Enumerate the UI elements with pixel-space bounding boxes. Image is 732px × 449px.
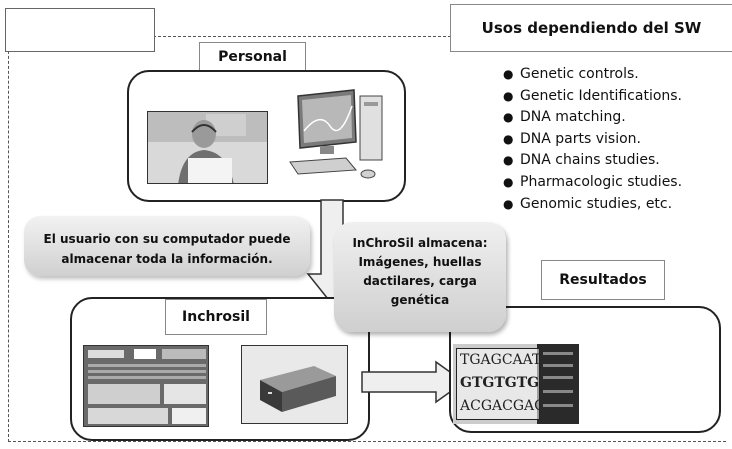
bullet-icon: ●	[503, 174, 514, 189]
bullet-icon: ●	[503, 110, 514, 125]
usos-list: ●Genetic controls. ●Genetic Identificati…	[503, 64, 731, 215]
usos-list-item: ●DNA matching.	[503, 107, 731, 129]
usos-list-item: ●DNA parts vision.	[503, 129, 731, 151]
form-screenshot-icon	[83, 345, 209, 427]
usos-list-item: ●Genetic Identifications.	[503, 86, 731, 108]
usos-list-item: ●Pharmacologic studies.	[503, 172, 731, 194]
usos-list-item: ●DNA chains studies.	[503, 150, 731, 172]
inchrosil-label: Inchrosil	[165, 299, 267, 335]
usos-list-item: ●Genetic controls.	[503, 64, 731, 86]
bullet-icon: ●	[503, 131, 514, 146]
bullet-icon: ●	[503, 67, 514, 81]
device-photo-icon	[241, 345, 348, 424]
usos-list-item: ●Genomic studies, etc.	[503, 194, 731, 216]
storage-note-callout: InChroSil almacena: Imágenes, huellas da…	[334, 222, 506, 332]
dashed-frame	[8, 36, 726, 442]
resultados-label: Resultados	[541, 260, 665, 300]
user-note-callout: El usuario con su computador puede almac…	[24, 216, 310, 276]
computer-photo-icon	[280, 86, 388, 184]
top-left-empty-box	[5, 8, 155, 52]
bullet-icon: ●	[503, 88, 514, 103]
usos-title: Usos dependiendo del SW	[450, 4, 732, 52]
bullet-icon: ●	[503, 196, 514, 211]
bullet-icon: ●	[503, 153, 514, 168]
dna-sequence-text: TGAGCAAT GTGTGTGT ACGACGAG	[456, 348, 540, 420]
person-photo-icon	[147, 111, 268, 184]
personal-label: Personal	[199, 42, 306, 70]
